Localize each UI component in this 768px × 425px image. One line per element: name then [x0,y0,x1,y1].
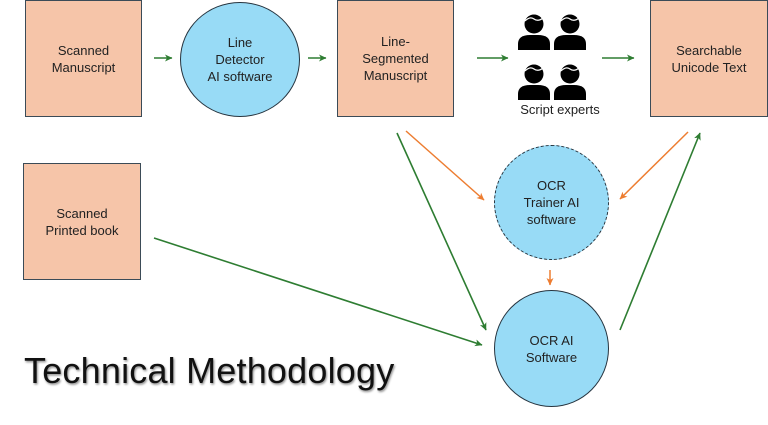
node-searchable-text-label: Searchable Unicode Text [671,42,747,75]
node-line-detector: Line Detector AI software [180,2,300,117]
arrow-line-segmented-to-ocr-trainer [405,130,485,201]
diagram-title: Technical Methodology [24,350,395,391]
node-line-segmented-manuscript: Line- Segmented Manuscript [337,0,454,117]
arrow-line-segmented-to-ocr-ai [396,132,487,331]
node-searchable-unicode-text: Searchable Unicode Text [650,0,768,117]
node-line-detector-label: Line Detector AI software [207,35,273,84]
node-scanned-manuscript: Scanned Manuscript [25,0,142,117]
people-group-icon [518,14,586,100]
node-ocr-trainer: OCR Trainer AI software [494,145,609,260]
node-line-segmented-label: Line- Segmented Manuscript [362,34,429,83]
node-scanned-manuscript-label: Scanned Manuscript [51,42,116,75]
arrow-scanned-printed-book-to-ocr-ai [153,237,483,347]
node-ocr-trainer-label: OCR Trainer AI software [523,178,580,227]
person-icon [554,14,586,50]
arrow-searchable-text-to-ocr-trainer [619,131,689,200]
arrow-ocr-ai-to-searchable-text [619,132,701,331]
node-scanned-printed-book: Scanned Printed book [23,163,141,280]
node-script-experts: Script experts [510,10,610,120]
person-icon [554,64,586,100]
node-ocr-ai-label: OCR AI Software [525,332,578,365]
person-icon [518,14,550,50]
node-ocr-ai: OCR AI Software [494,290,609,407]
node-scanned-printed-book-label: Scanned Printed book [45,205,119,238]
person-icon [518,64,550,100]
node-script-experts-label: Script experts [520,102,600,117]
